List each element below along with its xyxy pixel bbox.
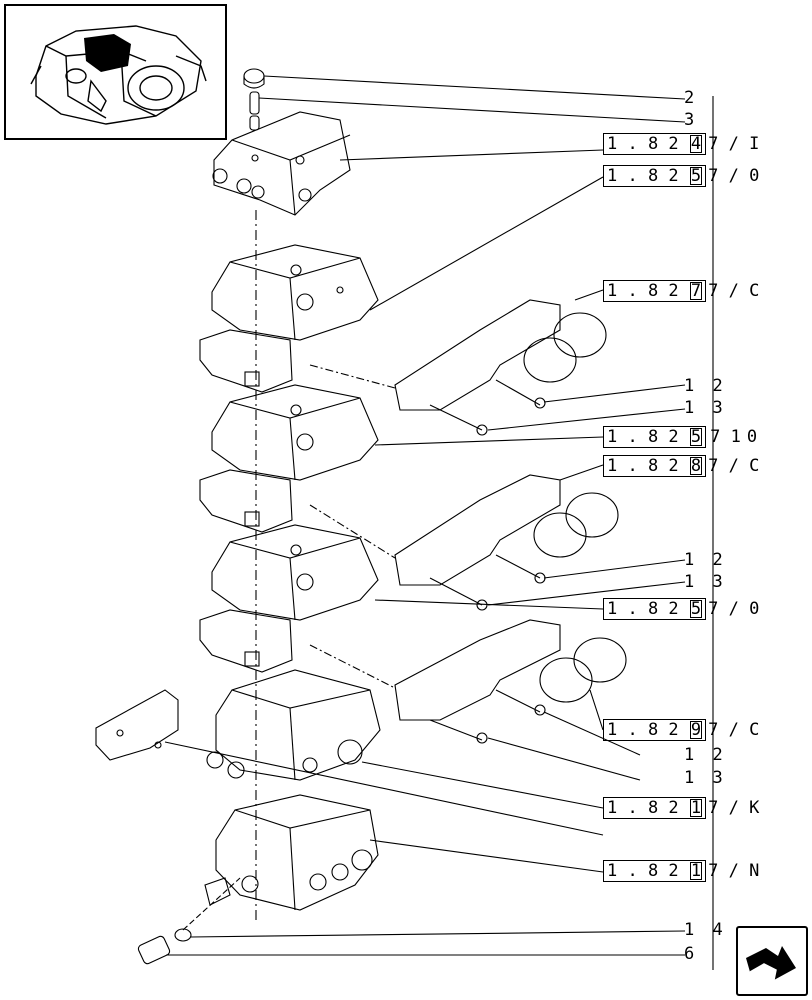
item-number-12: 1 2: [684, 745, 727, 765]
item-number-14: 1 4: [684, 920, 727, 940]
tractor-hydraulic-assembly-icon: [30, 25, 207, 125]
item-number-2: 2: [684, 88, 695, 108]
ref-link-1-82-57-1-0[interactable]: 1 . 8 2 5 7 1 0: [603, 426, 757, 448]
ref-link-1-82-47-I[interactable]: 1 . 8 2 4 7 / I: [603, 133, 759, 155]
item-number-3: 3: [684, 110, 695, 130]
plug-part-6: [137, 935, 171, 965]
coupler-assembly-1: [394, 299, 607, 436]
item-number-13: 1 3: [684, 572, 727, 592]
ref-link-1-82-17-K[interactable]: 1 . 8 2 1 7 / K: [603, 797, 759, 819]
item-number-13: 1 3: [684, 398, 727, 418]
ref-link-1-82-87-C[interactable]: 1 . 8 2 8 7 / C: [603, 455, 759, 477]
ref-link-1-82-57-0[interactable]: 1 . 8 2 5 7 / 0: [603, 165, 759, 187]
coupler-assembly-3: [394, 619, 627, 744]
ref-link-1-82-57-0[interactable]: 1 . 8 2 5 7 / 0: [603, 598, 759, 620]
section-valve-1: [199, 244, 379, 393]
next-page-button[interactable]: [736, 926, 808, 996]
item-number-12: 1 2: [684, 550, 727, 570]
section-valve-4: [206, 669, 381, 781]
coupler-assembly-2: [394, 474, 619, 611]
section-valve-3: [199, 524, 379, 673]
stud-part-3: [249, 91, 260, 131]
ref-link-1-82-77-C[interactable]: 1 . 8 2 7 7 / C: [603, 280, 759, 302]
ref-link-1-82-97-C[interactable]: 1 . 8 2 9 7 / C: [603, 719, 759, 741]
end-cover-valve: [204, 794, 379, 911]
assembly-thumbnail: [4, 4, 227, 140]
item-number-12: 1 2: [684, 376, 727, 396]
o-ring-part-14: [174, 928, 192, 942]
item-number-13: 1 3: [684, 768, 727, 788]
nut-part-2: [243, 68, 265, 89]
ref-link-1-82-17-N[interactable]: 1 . 8 2 1 7 / N: [603, 860, 759, 882]
top-valve-block: [212, 111, 351, 216]
next-page-arrow-icon: [746, 946, 796, 981]
section-valve-2: [199, 384, 379, 533]
bracket-plate: [95, 689, 179, 761]
item-number-6: 6: [684, 944, 695, 964]
